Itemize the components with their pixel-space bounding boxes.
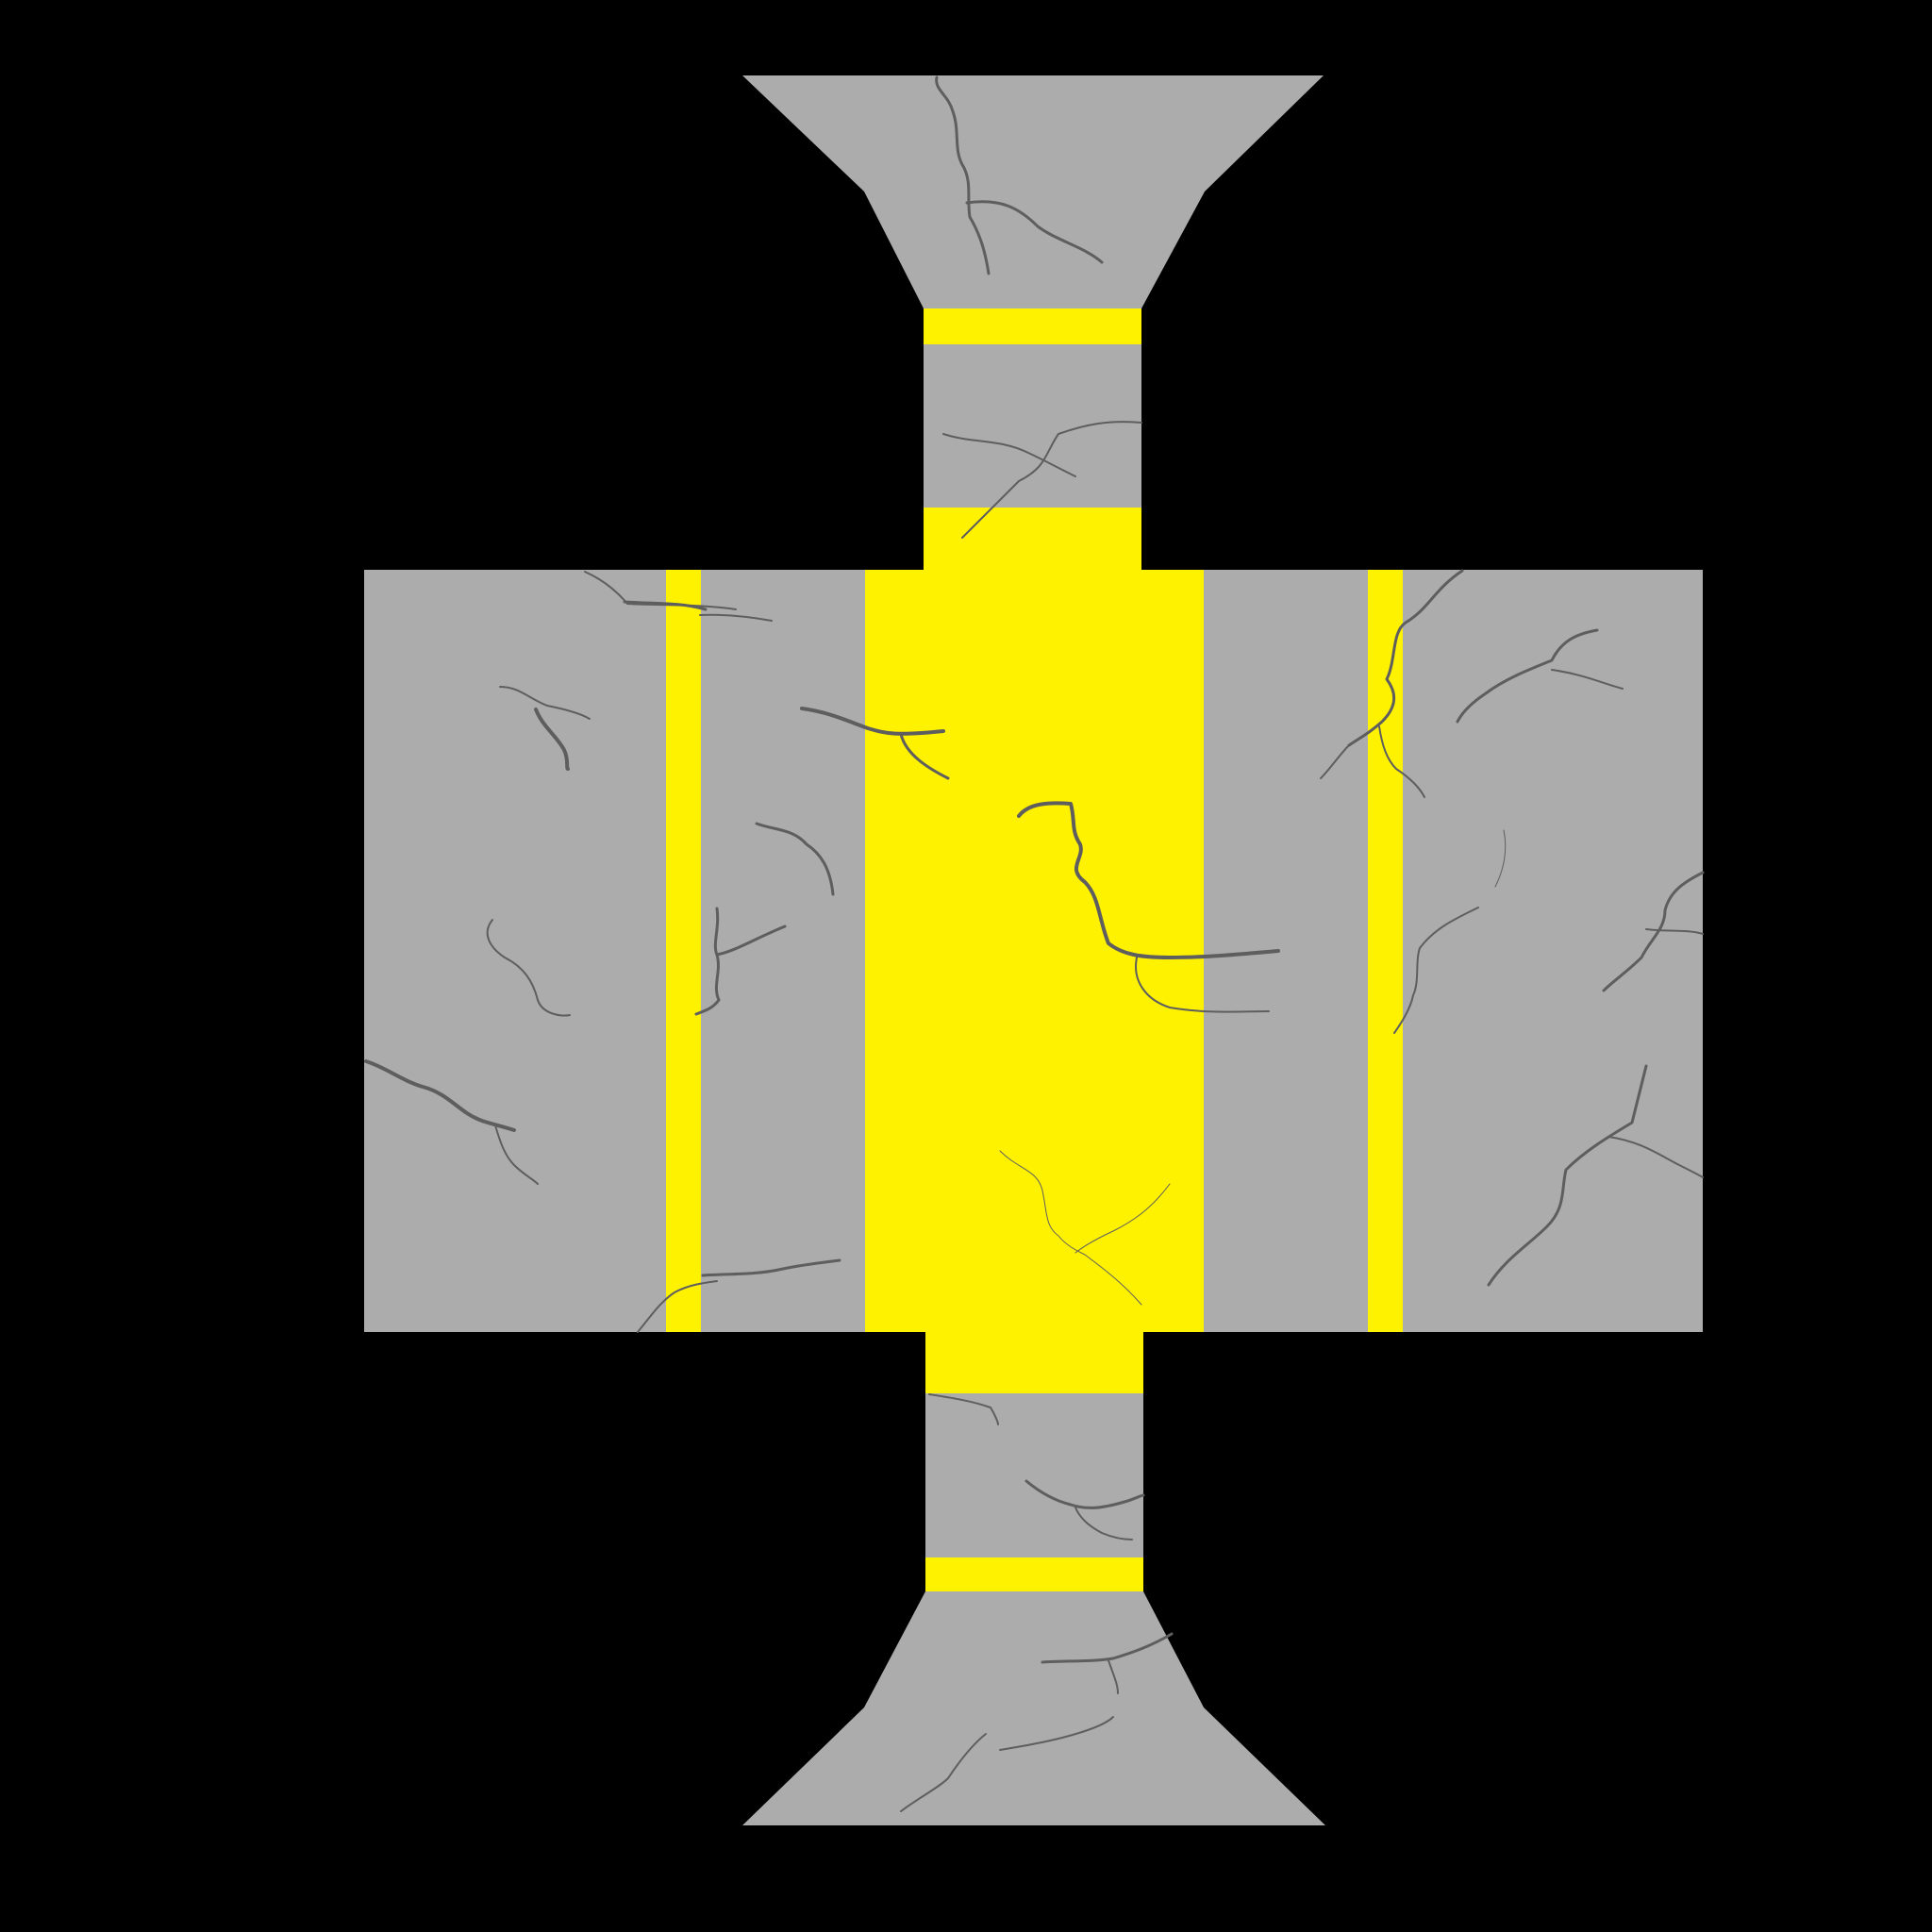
bottom-neck-stripe — [925, 1557, 1143, 1591]
bottom-neck-highlight — [925, 1332, 1143, 1393]
main-room-left-stripe — [666, 570, 701, 1332]
main-room-right-stripe — [1368, 570, 1403, 1332]
main-room-right-inner-stone — [1204, 570, 1368, 1332]
top-neck-highlight — [924, 508, 1141, 570]
top-neck-stone — [924, 344, 1141, 508]
top-neck-stripe — [924, 308, 1141, 344]
bottom-neck-stone — [925, 1393, 1143, 1557]
crack-texture — [364, 75, 1705, 1812]
main-room-center-highlight — [865, 570, 1204, 1332]
top-funnel — [742, 75, 1324, 308]
main-room-left-stone — [364, 570, 666, 1332]
main-room-right-stone — [1403, 570, 1703, 1332]
bottom-funnel — [742, 1591, 1325, 1825]
